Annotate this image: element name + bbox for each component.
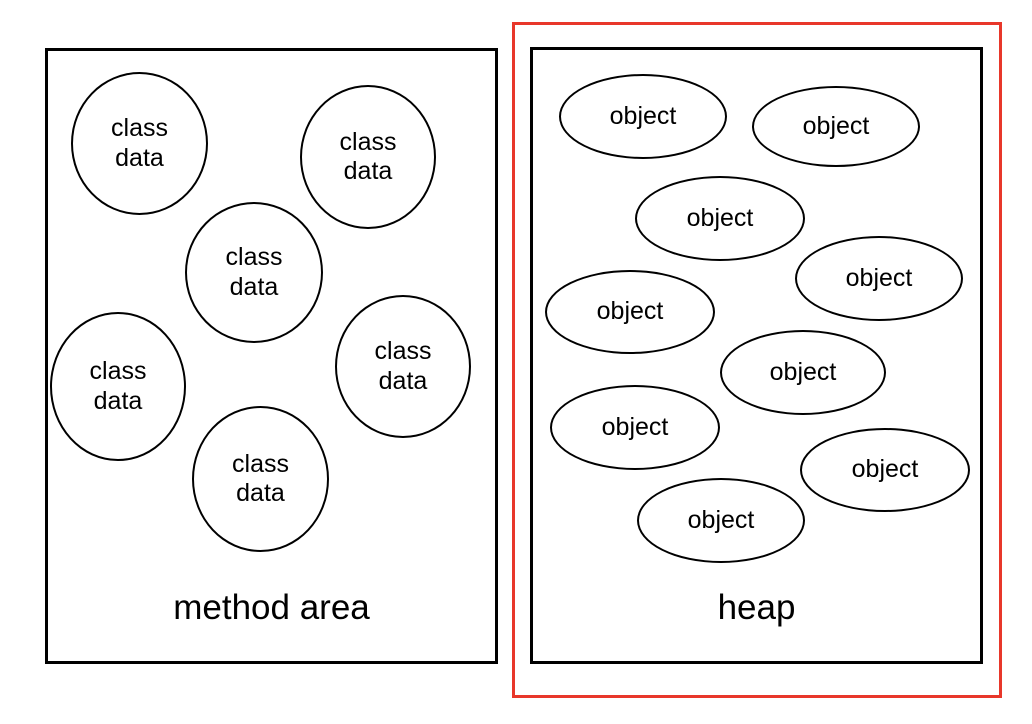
class-data-node: class data <box>335 295 471 438</box>
object-node-label: object <box>851 455 919 484</box>
object-node-label: object <box>802 111 870 140</box>
object-node-label: object <box>609 101 677 130</box>
class-data-node-label: class data <box>111 114 168 172</box>
object-node: object <box>550 385 720 470</box>
object-node: object <box>635 176 805 261</box>
object-node-label: object <box>601 412 669 441</box>
class-data-node-label: class data <box>232 449 289 508</box>
class-data-node: class data <box>185 202 323 343</box>
class-data-node-label: class data <box>339 127 397 186</box>
class-data-node: class data <box>300 85 436 229</box>
object-node: object <box>545 270 715 354</box>
object-node-label: object <box>769 357 837 386</box>
object-node: object <box>559 74 727 159</box>
class-data-node: class data <box>50 312 186 461</box>
class-data-node-label: class data <box>225 243 283 301</box>
object-node: object <box>720 330 886 415</box>
object-node-label: object <box>686 203 754 232</box>
object-node-label: object <box>845 263 913 292</box>
method-area-caption: method area <box>173 588 370 627</box>
class-data-node: class data <box>192 406 329 552</box>
class-data-node-label: class data <box>89 357 147 415</box>
object-node-label: object <box>687 505 755 534</box>
object-node: object <box>752 86 920 167</box>
class-data-node: class data <box>71 72 208 215</box>
object-node: object <box>800 428 970 512</box>
object-node-label: object <box>596 297 664 326</box>
object-node: object <box>795 236 963 321</box>
heap-caption: heap <box>717 588 796 627</box>
class-data-node-label: class data <box>374 337 432 395</box>
object-node: object <box>637 478 805 563</box>
